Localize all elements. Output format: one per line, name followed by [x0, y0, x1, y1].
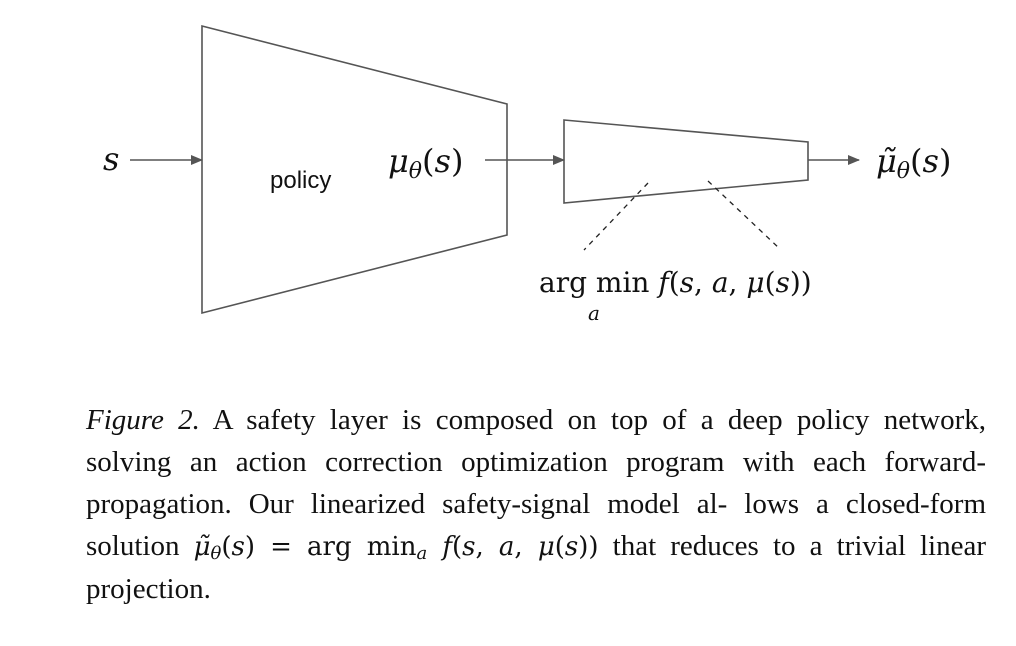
safety-layer-block — [563, 119, 809, 204]
argmin-subscript: a — [588, 301, 600, 325]
policy-network-block — [201, 24, 508, 315]
figure-caption: Figure 2. A safety layer is composed on … — [86, 399, 986, 610]
callout-dashed-right — [707, 180, 781, 250]
safety-layer-diagram: s policy μθ(s) μ̃θ(s) arg min f(s, a, μ(… — [103, 24, 951, 325]
caption-line-5: reduces to a trivial linear projection. — [86, 530, 987, 605]
caption-inline-math: μ̃θ(s) = arg mina f(s, a, μ(s)) — [193, 532, 599, 564]
input-label: s — [103, 140, 119, 178]
caption-line-4-pre: lows a closed-form solution — [86, 488, 986, 562]
caption-line-2: network, solving an action correction op… — [86, 404, 986, 478]
caption-line-3: each forward-propagation. Our linearized… — [86, 446, 986, 520]
callout-dashed-left — [583, 182, 649, 251]
argmin-label: arg min f(s, a, μ(s)) — [539, 266, 812, 299]
figure-label: Figure 2. — [86, 404, 200, 436]
safety-output-label: μ̃θ(s) — [876, 142, 951, 184]
policy-label: policy — [270, 167, 331, 194]
caption-line-4-post: that — [612, 530, 657, 562]
policy-output-label: μθ(s) — [388, 142, 463, 184]
caption-line-1: A safety layer is composed on top of a d… — [212, 404, 870, 436]
